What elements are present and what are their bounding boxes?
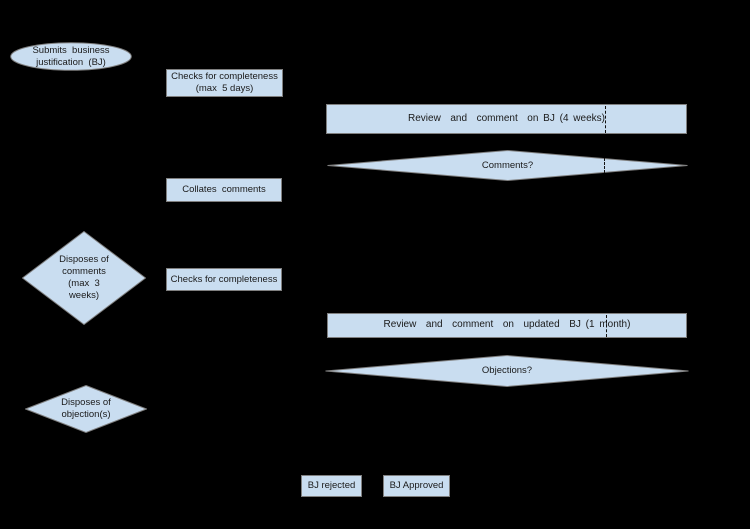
diamond-shape — [327, 150, 688, 181]
node-label-submit-bj: Submits business justification (BJ) — [32, 44, 110, 68]
node-label-comments-decision: Comments? — [481, 159, 534, 171]
node-comments-decision: Comments? — [327, 150, 688, 181]
node-label-bj-rejected: BJ rejected — [307, 480, 356, 492]
node-checks-completeness-2: Checks for completeness — [166, 268, 282, 291]
node-disposes-objections: Disposes of objection(s) — [25, 385, 147, 433]
node-label-objections-decision: Objections? — [481, 365, 533, 377]
node-label-bj-approved: BJ Approved — [389, 480, 444, 492]
milestone-dash-line — [605, 106, 606, 133]
milestone-dash-line — [604, 158, 605, 173]
node-label-collates-comments: Collates comments — [182, 184, 266, 196]
node-checks-completeness-1: Checks for completeness (max 5 days) — [166, 69, 283, 97]
node-disposes-comments: Disposes of comments (max 3 weeks) — [22, 231, 146, 325]
diamond-shape — [325, 355, 689, 387]
diamond-shape — [25, 385, 147, 433]
node-bj-approved: BJ Approved — [383, 475, 450, 497]
node-label-review-updated-bj: Review and comment on updated BJ (1 mont… — [383, 319, 631, 331]
node-label-checks-completeness-2: Checks for completeness — [170, 273, 278, 285]
node-label-disposes-objections: Disposes of objection(s) — [61, 397, 111, 420]
node-review-bj: Review and comment on BJ (4 weeks) — [326, 104, 687, 134]
node-review-updated-bj: Review and comment on updated BJ (1 mont… — [327, 313, 687, 338]
node-collates-comments: Collates comments — [166, 178, 282, 202]
node-objections-decision: Objections? — [325, 355, 689, 387]
ellipse-shape — [10, 42, 132, 71]
node-label-checks-completeness-1: Checks for completeness (max 5 days) — [171, 71, 278, 94]
node-label-disposes-comments: Disposes of comments (max 3 weeks) — [59, 254, 109, 301]
node-label-review-bj: Review and comment on BJ (4 weeks) — [408, 112, 605, 124]
node-submit-bj: Submits business justification (BJ) — [10, 42, 132, 71]
diamond-shape — [22, 231, 146, 325]
milestone-dash-line — [606, 315, 607, 337]
node-bj-rejected: BJ rejected — [301, 475, 362, 497]
